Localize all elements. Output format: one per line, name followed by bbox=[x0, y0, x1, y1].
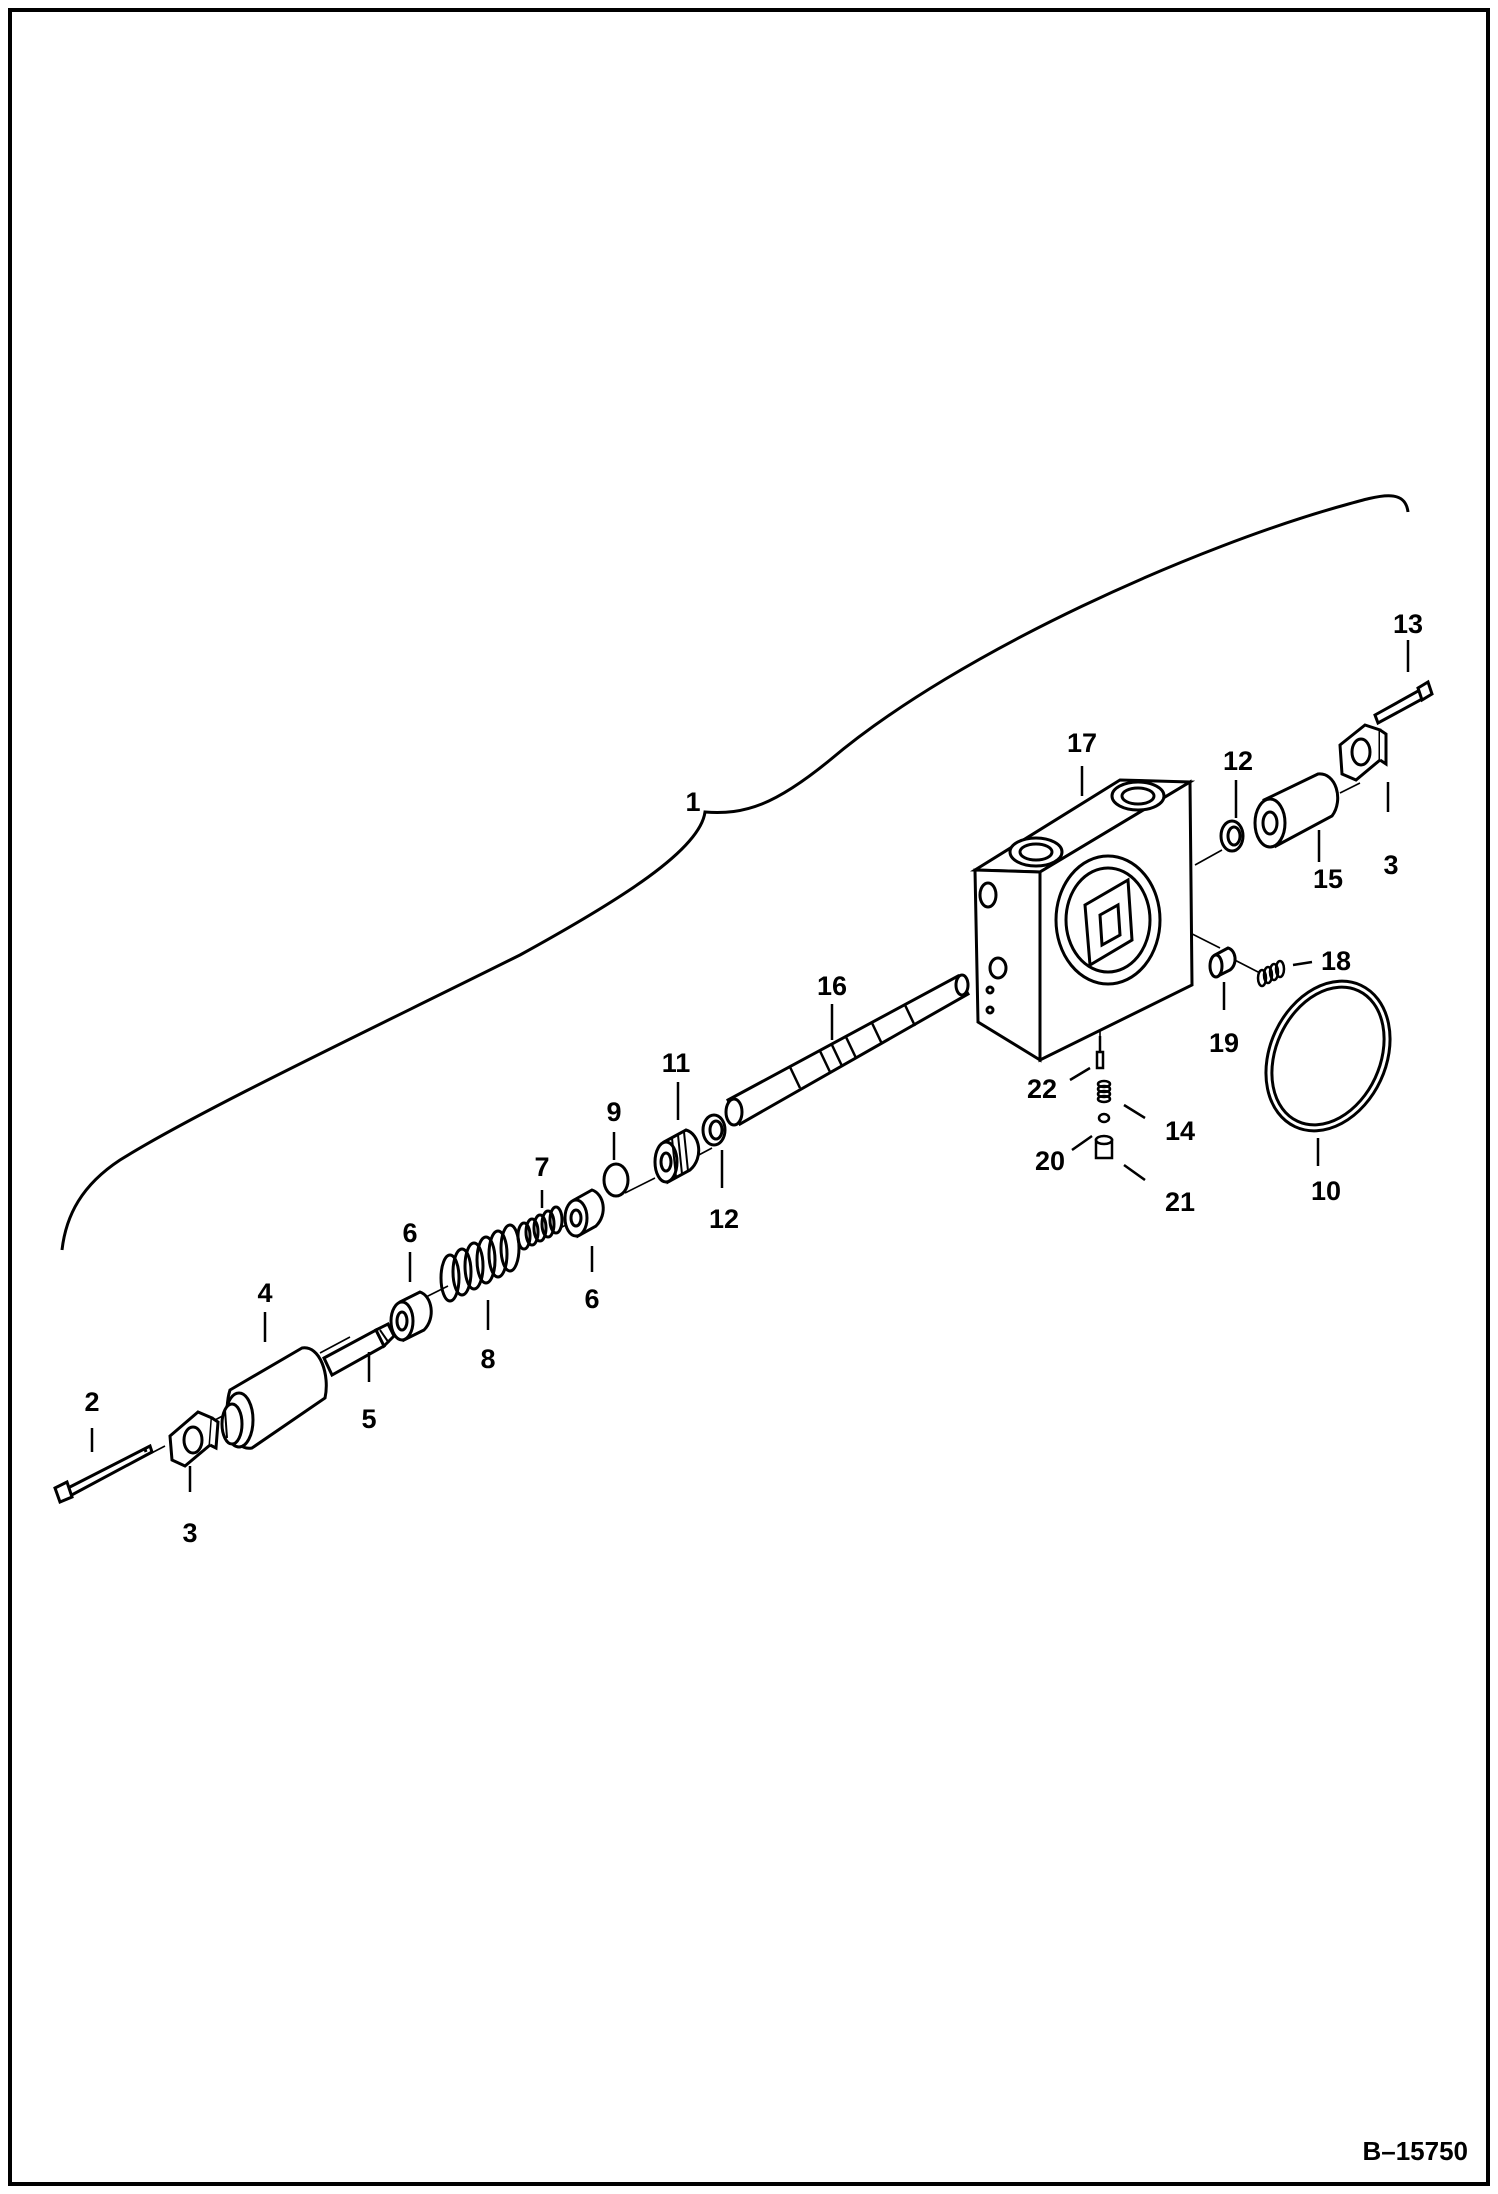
callout-9: 9 bbox=[606, 1097, 621, 1127]
part-17-valve-body bbox=[969, 778, 1196, 1063]
callout-8: 8 bbox=[480, 1344, 495, 1374]
part-9-o-ring bbox=[602, 1162, 630, 1198]
part-2-bolt bbox=[53, 1443, 154, 1504]
part-6-seat-right bbox=[563, 1188, 605, 1239]
part-15-end-cap bbox=[1253, 772, 1340, 849]
part-11-collar bbox=[653, 1128, 701, 1185]
figure-number: B–15750 bbox=[1362, 2136, 1468, 2166]
part-12-washer-left bbox=[701, 1113, 727, 1147]
callout-16: 16 bbox=[817, 971, 847, 1001]
part-19-plug bbox=[1208, 946, 1237, 979]
part-20-ring bbox=[1097, 1112, 1111, 1124]
part-7-spring bbox=[516, 1205, 564, 1251]
callout-labels: 1 2 3 3 4 5 6 6 7 8 9 10 11 12 12 13 14 … bbox=[84, 609, 1423, 1548]
part-14-spring bbox=[1096, 1079, 1112, 1104]
callout-5: 5 bbox=[361, 1404, 376, 1434]
part-3-flange-left bbox=[168, 1410, 220, 1468]
part-16-spool bbox=[724, 973, 971, 1127]
callout-11: 11 bbox=[662, 1048, 691, 1078]
callout-1: 1 bbox=[685, 787, 700, 817]
callout-17: 17 bbox=[1067, 728, 1097, 758]
callout-7: 7 bbox=[534, 1152, 549, 1182]
part-4-cap bbox=[220, 1346, 328, 1450]
part-3-flange-right bbox=[1338, 723, 1388, 782]
callout-15: 15 bbox=[1313, 864, 1343, 894]
part-21-plug bbox=[1094, 1134, 1114, 1160]
assembly-bracket bbox=[60, 494, 1410, 1251]
callout-2: 2 bbox=[84, 1387, 99, 1417]
callout-12-left: 12 bbox=[709, 1204, 739, 1234]
callout-20: 20 bbox=[1035, 1146, 1065, 1176]
callout-6-left: 6 bbox=[402, 1218, 417, 1248]
callout-18: 18 bbox=[1321, 946, 1351, 976]
part-8-spring bbox=[439, 1223, 521, 1303]
part-6-seat-left bbox=[389, 1290, 433, 1343]
callout-19: 19 bbox=[1209, 1028, 1239, 1058]
callout-22: 22 bbox=[1027, 1074, 1057, 1104]
part-12-washer-right bbox=[1219, 819, 1245, 853]
callout-6-right: 6 bbox=[584, 1284, 599, 1314]
part-13-bolt bbox=[1373, 679, 1434, 726]
callout-12-right: 12 bbox=[1223, 746, 1253, 776]
callout-3-left: 3 bbox=[182, 1518, 197, 1548]
part-10-o-ring bbox=[1264, 979, 1392, 1133]
callout-10: 10 bbox=[1311, 1176, 1341, 1206]
page-border bbox=[8, 8, 1490, 2186]
body-side-face bbox=[1038, 779, 1194, 1063]
callout-3-right: 3 bbox=[1383, 850, 1398, 880]
callout-21: 21 bbox=[1165, 1187, 1195, 1217]
part-18-spring bbox=[1256, 959, 1286, 988]
leader-lines bbox=[90, 640, 1410, 1492]
callout-13: 13 bbox=[1393, 609, 1423, 639]
callout-14: 14 bbox=[1165, 1116, 1195, 1146]
part-22-pin bbox=[1095, 1036, 1105, 1070]
part-5-pin bbox=[322, 1321, 396, 1378]
callout-4: 4 bbox=[257, 1278, 272, 1308]
